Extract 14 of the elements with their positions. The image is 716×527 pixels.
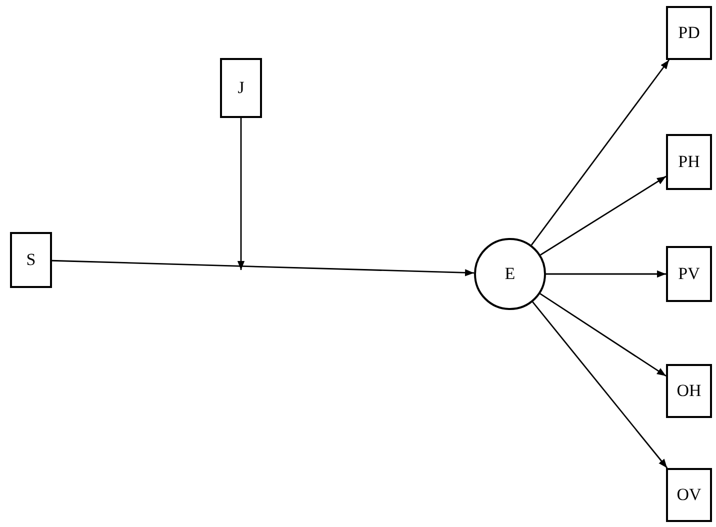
arrow	[52, 260, 474, 276]
arrow	[532, 302, 668, 468]
arrow	[237, 118, 245, 270]
square-node: PV	[666, 246, 712, 302]
square-node: PD	[666, 6, 712, 60]
arrow	[540, 293, 666, 377]
square-node: J	[220, 58, 262, 118]
square-node: OH	[666, 364, 712, 418]
square-node: S	[10, 232, 52, 288]
square-node: PH	[666, 134, 712, 190]
arrow	[540, 176, 666, 256]
arrow	[530, 60, 670, 246]
square-node: OV	[666, 468, 712, 522]
arrow	[546, 270, 666, 278]
